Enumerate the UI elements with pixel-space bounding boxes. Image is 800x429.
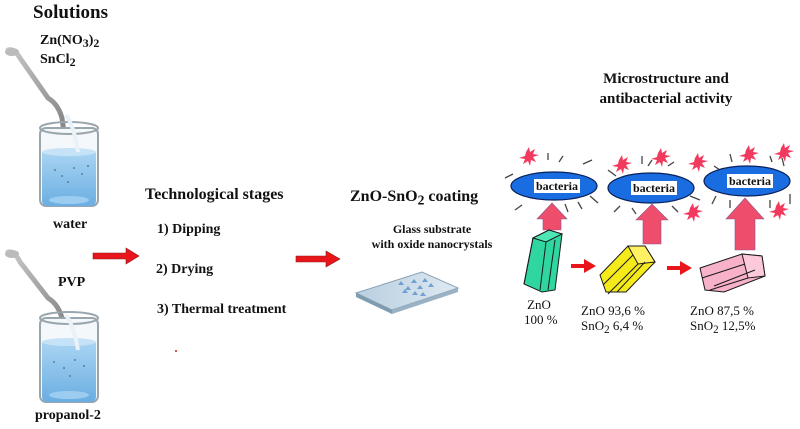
- beaker-water-icon: [5, 47, 99, 207]
- star-icon: [688, 153, 708, 172]
- stage-drying: 2) Drying: [156, 262, 214, 277]
- sample-2-composition: ZnO 93,6 % SnO2 6,4 %: [581, 303, 645, 338]
- sample-3-line2-sub: 2: [713, 323, 719, 336]
- activity-arrow-small-icon: [536, 202, 568, 231]
- star-icon: [651, 148, 671, 167]
- coating-title: ZnO-SnO2 coating: [350, 188, 478, 208]
- stray-dot: [175, 350, 177, 352]
- sample-2-line2-b: 6,4 %: [609, 318, 644, 333]
- star-burst-icons: [519, 143, 794, 222]
- activity-arrow-large-icon: [725, 197, 765, 251]
- results-title: Microstructure and antibacterial activit…: [566, 69, 766, 109]
- star-icon: [769, 201, 789, 220]
- arrow-crystal-1-to-2-icon: [571, 259, 596, 273]
- bacteria-label-1: bacteria: [534, 179, 580, 193]
- bacteria-label-3: bacteria: [727, 174, 773, 188]
- solvent-propanol-label: propanol-2: [35, 408, 101, 423]
- sample-3-line2-b: 12,5%: [718, 318, 756, 333]
- solutions-title: Solutions: [33, 2, 108, 23]
- substrate-caption-line2: with oxide nanocrystals: [371, 237, 493, 251]
- stage-thermal-treatment: 3) Thermal treatment: [157, 302, 287, 317]
- substrate-caption-line1: Glass substrate: [392, 222, 472, 236]
- reagent-2-base: SnCl: [40, 52, 70, 67]
- crystal-zno-icon: [523, 229, 564, 293]
- reagent-zn-nitrate: Zn(NO3)2: [40, 33, 99, 51]
- sample-1-line2: 100 %: [524, 312, 558, 327]
- crystal-zno-sno2-1-icon: [599, 245, 656, 295]
- sample-2-line2-sub: 2: [604, 323, 610, 336]
- star-icon: [739, 145, 759, 164]
- crystal-zno-sno2-2-icon: [699, 253, 766, 293]
- star-icon: [683, 203, 703, 222]
- arrow-to-stages-icon: [92, 247, 140, 265]
- beaker-propanol-icon: [5, 249, 99, 403]
- reagent-2-sub: 2: [69, 54, 76, 69]
- star-icon: [774, 143, 794, 162]
- sample-2-line2: SnO2 6,4 %: [581, 318, 645, 338]
- reagent-1-sub2: 2: [93, 35, 100, 50]
- sample-3-composition: ZnO 87,5 % SnO2 12,5%: [690, 303, 756, 338]
- reagent-1-base: Zn(NO: [40, 33, 83, 48]
- coating-title-b: coating: [424, 188, 479, 205]
- coating-title-sub: 2: [417, 192, 425, 208]
- substrate-caption: Glass substrate with oxide nanocrystals: [352, 222, 512, 252]
- stages-title: Technological stages: [145, 186, 284, 203]
- results-title-line1: Microstructure and: [603, 71, 729, 87]
- sample-3-line2: SnO2 12,5%: [690, 318, 756, 338]
- star-icon: [612, 155, 632, 174]
- sample-1-line1: ZnO: [527, 297, 551, 312]
- sample-2-line1: ZnO 93,6 %: [581, 303, 645, 318]
- reagent-1-sub: 3: [82, 35, 89, 50]
- sample-3-line1: ZnO 87,5 %: [690, 303, 754, 318]
- glass-substrate-icon: [354, 271, 460, 314]
- reagent-sn-chloride: SnCl2: [40, 52, 76, 70]
- sample-1-composition: ZnO 100 %: [524, 297, 558, 327]
- arrow-to-coating-icon: [295, 250, 341, 268]
- additive-pvp-label: PVP: [58, 275, 86, 290]
- reagent-1-end: ): [88, 33, 94, 48]
- arrow-crystal-2-to-3-icon: [667, 261, 692, 275]
- bacteria-label-2: bacteria: [631, 181, 677, 195]
- star-icon: [519, 147, 539, 166]
- stage-dipping: 1) Dipping: [157, 222, 221, 237]
- sample-2-line2-a: SnO: [581, 318, 605, 333]
- results-title-line2: antibacterial activity: [599, 91, 733, 107]
- solvent-water-label: water: [53, 217, 88, 232]
- activity-arrow-medium-icon: [635, 203, 669, 245]
- coating-title-a: ZnO-SnO: [350, 188, 418, 205]
- sample-3-line2-a: SnO: [690, 318, 714, 333]
